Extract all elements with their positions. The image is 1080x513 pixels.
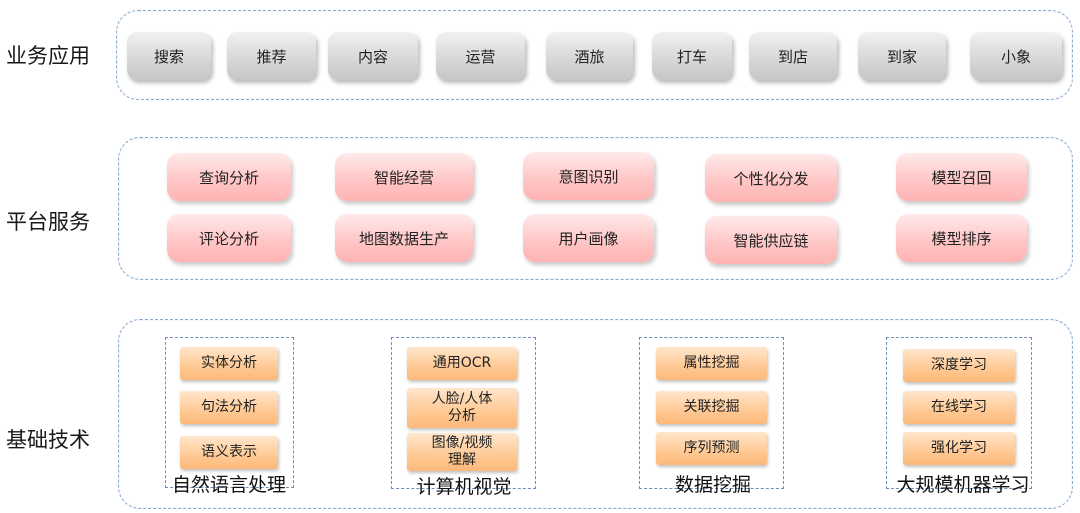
business-item: 酒旅 [546,32,633,80]
cv-item: 图像/视频 理解 [407,433,517,471]
cv-group-title: 计算机视觉 [416,476,512,498]
data-mining-item: 属性挖掘 [656,347,767,380]
ml-item: 强化学习 [903,432,1015,465]
business-item: 小象 [970,32,1062,80]
nlp-group-frame [165,337,294,488]
nlp-item: 实体分析 [180,347,278,380]
business-item: 到店 [749,32,837,80]
platform-item: 模型召回 [896,153,1027,201]
platform-item: 意图识别 [523,152,654,200]
platform-item: 地图数据生产 [335,214,473,262]
platform-item: 个性化分发 [705,154,837,202]
row-label-platform: 平台服务 [6,210,90,234]
platform-item: 用户画像 [523,214,654,262]
ml-item: 深度学习 [903,349,1015,382]
row-label-technology: 基础技术 [6,428,90,452]
platform-item: 评论分析 [167,214,291,262]
nlp-item: 句法分析 [180,391,278,424]
platform-item: 查询分析 [167,153,291,201]
data-mining-item: 序列预测 [656,432,767,465]
row-label-business: 业务应用 [6,44,90,68]
platform-item: 智能供应链 [705,216,837,264]
business-item: 打车 [652,32,732,80]
data-mining-item: 关联挖掘 [656,391,767,424]
data-mining-group-frame [639,337,784,489]
business-item: 搜索 [127,32,211,80]
business-item: 内容 [328,32,418,80]
platform-item: 智能经营 [335,153,473,201]
business-item: 推荐 [227,32,316,80]
nlp-group-title: 自然语言处理 [171,474,287,496]
ml-item: 在线学习 [903,391,1015,424]
cv-item: 人脸/人体 分析 [407,388,517,428]
data-mining-group-title: 数据挖掘 [674,474,752,496]
business-item: 运营 [436,32,525,80]
platform-item: 模型排序 [896,214,1027,262]
cv-item: 通用OCR [407,347,517,380]
cv-group-frame [391,337,536,489]
business-item: 到家 [858,32,946,80]
ml-group-frame [886,337,1032,489]
ml-group-title: 大规模机器学习 [896,474,1030,496]
nlp-item: 语义表示 [180,436,278,469]
